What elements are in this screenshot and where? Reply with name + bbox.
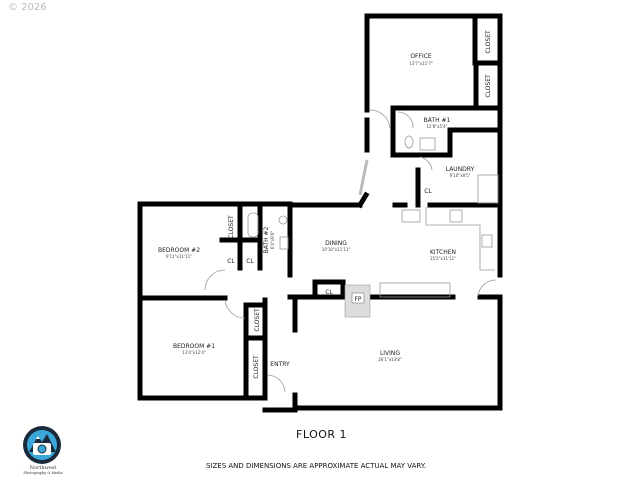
counter: [379, 282, 451, 298]
bath1-label: BATH #1: [424, 117, 451, 124]
svg-text:9'10"x8'5": 9'10"x8'5": [450, 173, 471, 178]
copyright: © 2026: [8, 2, 47, 13]
cl-label: CL: [227, 258, 235, 265]
walls: [137, 13, 503, 413]
toilet-icon: [404, 135, 414, 149]
bathtub-icon: [247, 212, 259, 238]
cl-label: CL: [424, 188, 432, 195]
logo-tagline: Photography & Media: [23, 471, 63, 475]
fireplace-label: FP: [354, 296, 361, 303]
kitchen-sink-icon: [481, 234, 493, 248]
disclaimer: SIZES AND DIMENSIONS ARE APPROXIMATE ACT…: [206, 462, 426, 470]
cl-label: CL: [325, 289, 333, 296]
laundry-label: LAUNDRY: [446, 166, 475, 173]
bath1-sink-icon: [419, 137, 436, 151]
fridge-icon: [401, 209, 421, 223]
floor-title: FLOOR 1: [296, 428, 348, 441]
room-labels: OFFICE 13'7"x11'7" BATH #1 12'8"x5'4" LA…: [158, 30, 492, 379]
company-logo: [23, 426, 61, 464]
bedroom2-label: BEDROOM #2: [158, 247, 200, 254]
laundry-counter: [477, 174, 499, 204]
svg-text:26'1"x13'8": 26'1"x13'8": [378, 357, 402, 362]
toilet-icon: [278, 215, 288, 225]
cl-label: CL: [246, 258, 254, 265]
svg-text:6'4"x9'6": 6'4"x9'6": [270, 231, 275, 250]
doors: [204, 109, 497, 393]
dining-label: DINING: [325, 240, 347, 247]
office-label: OFFICE: [410, 53, 432, 60]
stove-icon: [449, 209, 463, 223]
bath2-sink-icon: [279, 236, 289, 250]
svg-text:13'7"x11'7": 13'7"x11'7": [409, 61, 433, 66]
kitchen-label: KITCHEN: [430, 249, 456, 256]
bedroom1-label: BEDROOM #1: [173, 343, 215, 350]
living-label: LIVING: [380, 350, 400, 357]
svg-text:15'2"x11'11": 15'2"x11'11": [430, 256, 456, 261]
office-closet-2: CLOSET: [485, 74, 492, 98]
fixtures: [247, 135, 499, 318]
entry-label: ENTRY: [270, 361, 290, 368]
bedroom2-closet: CLOSET: [228, 215, 235, 239]
svg-text:10'10"x11'11": 10'10"x11'11": [322, 247, 351, 252]
svg-text:13'4"x12'4": 13'4"x12'4": [182, 350, 206, 355]
bath2-label: BATH #2: [263, 226, 270, 253]
logo-name: Northwest: [29, 465, 57, 471]
svg-text:9'11"x11'11": 9'11"x11'11": [166, 254, 192, 259]
office-closet-1: CLOSET: [485, 30, 492, 54]
svg-text:12'8"x5'4": 12'8"x5'4": [427, 124, 448, 129]
hall-closet: CLOSET: [254, 308, 261, 332]
bedroom1-closet: CLOSET: [253, 355, 260, 379]
